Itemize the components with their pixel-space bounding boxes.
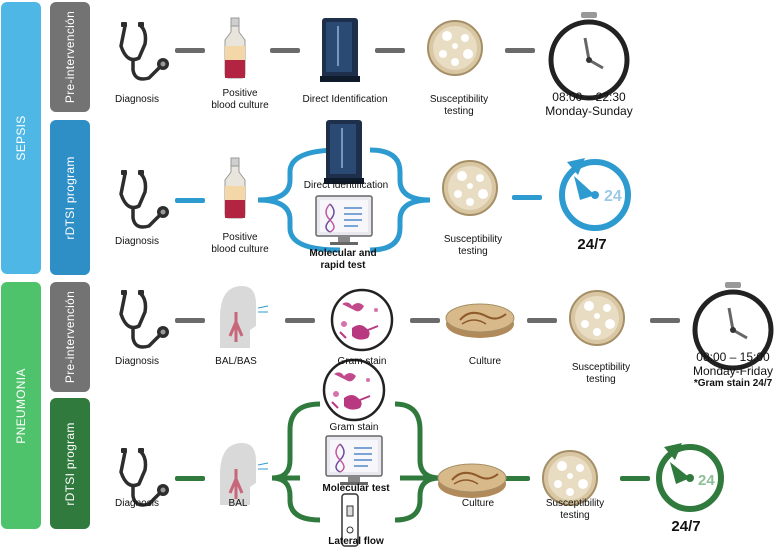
pneumonia-pre-note: *Gram stain 24/7 bbox=[693, 378, 773, 389]
petri-dish-icon bbox=[542, 450, 598, 506]
step-label: Susceptibility testing bbox=[571, 362, 631, 385]
computer-dna-icon bbox=[325, 435, 383, 486]
blood-culture-bottle-icon bbox=[224, 157, 246, 219]
culture-plate-icon bbox=[437, 463, 507, 499]
sepsis-pre-intervention-panel: Pre-intervención bbox=[50, 2, 90, 112]
step-label: Susceptibility testing bbox=[443, 234, 503, 257]
step-label: BAL/BAS bbox=[215, 356, 257, 367]
gram-stain-microscopy-icon bbox=[322, 358, 386, 422]
sepsis-program-panel: rDTSI program bbox=[50, 120, 90, 275]
blood-culture-bottle-icon bbox=[224, 17, 246, 79]
step-label: Molecular test bbox=[322, 483, 390, 494]
step-label: Susceptibility testing bbox=[545, 498, 605, 521]
analyzer-instrument-icon bbox=[319, 17, 361, 83]
petri-dish-icon bbox=[442, 160, 498, 216]
step-label: BAL bbox=[228, 498, 248, 509]
step-label: Gram stain bbox=[329, 422, 379, 433]
pneumonia-pre-row bbox=[119, 282, 771, 368]
step-label: Culture bbox=[468, 356, 502, 367]
step-label: Diagnosis bbox=[115, 236, 159, 247]
pneumonia-program-row: 24 bbox=[119, 358, 724, 547]
sepsis-category-panel: SEPSIS bbox=[1, 2, 41, 274]
sepsis-program-row: 24 bbox=[119, 119, 631, 253]
computer-dna-icon bbox=[315, 195, 373, 246]
lungs-bronchoscopy-icon bbox=[218, 284, 270, 350]
stethoscope-icon bbox=[119, 288, 171, 349]
pneumonia-pre-days: Monday-Friday bbox=[692, 364, 774, 378]
clock-24-icon: 24 bbox=[656, 443, 724, 512]
pneumonia-program-panel: rDTSI program bbox=[50, 398, 90, 529]
step-label: Gram stain bbox=[337, 356, 387, 367]
sepsis-pre-days: Monday-Sunday bbox=[545, 104, 633, 118]
step-label: Molecular and rapid test bbox=[309, 248, 377, 271]
pneumonia-program-availability: 24/7 bbox=[671, 518, 701, 535]
step-label: Culture bbox=[461, 498, 495, 509]
clock-24-number: 24 bbox=[698, 472, 715, 489]
step-label: Diagnosis bbox=[115, 498, 159, 509]
gram-stain-microscopy-icon bbox=[330, 288, 394, 352]
step-label: Diagnosis bbox=[115, 356, 159, 367]
culture-plate-icon bbox=[445, 303, 515, 339]
step-label: Susceptibility testing bbox=[429, 94, 489, 117]
sepsis-pre-hours: 08:00 – 22:30 bbox=[552, 90, 626, 104]
clock-icon bbox=[551, 12, 627, 98]
sepsis-program-availability: 24/7 bbox=[577, 236, 607, 253]
pneumonia-pre-hours: 08:00 – 15:00 bbox=[696, 350, 770, 364]
step-label: Positive blood culture bbox=[211, 232, 269, 255]
step-label: Direct Identification bbox=[302, 94, 388, 105]
stethoscope-icon bbox=[119, 446, 171, 507]
step-label: Positive blood culture bbox=[211, 88, 269, 111]
step-label: Direct identification bbox=[303, 180, 389, 191]
petri-dish-icon bbox=[569, 290, 625, 346]
stethoscope-icon bbox=[119, 168, 171, 229]
pneumonia-pre-intervention-panel: Pre-intervención bbox=[50, 282, 90, 392]
stethoscope-icon bbox=[119, 20, 171, 81]
sepsis-pre-row bbox=[119, 12, 627, 98]
petri-dish-icon bbox=[427, 20, 483, 76]
analyzer-instrument-icon bbox=[323, 119, 365, 185]
clock-24-icon: 24 bbox=[559, 158, 631, 231]
clock-24-number: 24 bbox=[604, 188, 622, 205]
pneumonia-category-panel: PNEUMONIA bbox=[1, 282, 41, 529]
lungs-bronchoscopy-icon bbox=[218, 441, 270, 507]
step-label: Lateral flow bbox=[328, 536, 384, 547]
step-label: Diagnosis bbox=[115, 94, 159, 105]
